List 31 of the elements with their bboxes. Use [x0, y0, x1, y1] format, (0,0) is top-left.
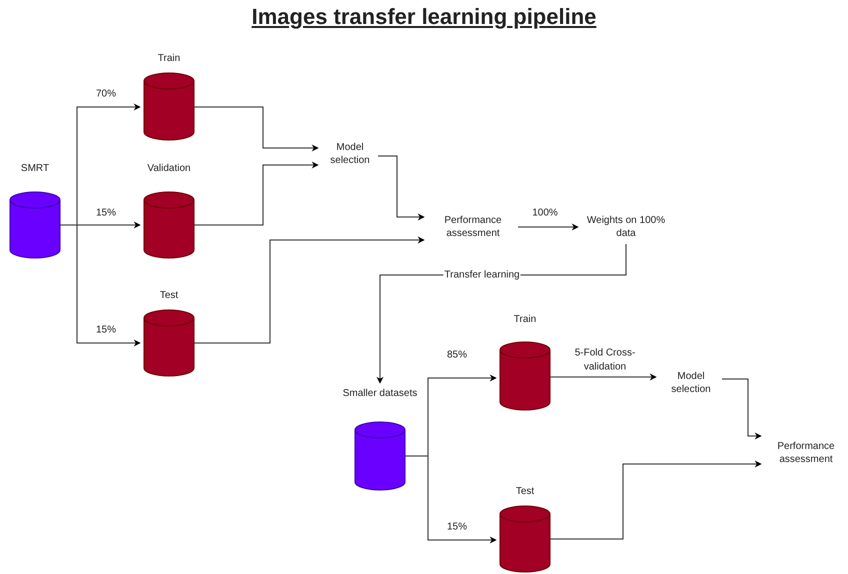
- node-label: Train: [156, 52, 182, 66]
- edge-label: 15%: [96, 323, 116, 337]
- arrow: [550, 374, 657, 380]
- node-label: SMRT: [20, 162, 50, 176]
- node-label: Train: [512, 313, 538, 326]
- edge-label: 100%: [532, 206, 558, 220]
- edge-label: 5-Fold Cross-validation: [574, 346, 636, 374]
- arrow: [378, 156, 425, 220]
- edge-label: 70%: [96, 87, 116, 101]
- node-text: Performance assessment: [428, 212, 518, 242]
- arrow: [194, 236, 425, 344]
- node-text: Model selection: [660, 368, 722, 398]
- arrow: [550, 460, 762, 540]
- node-label: Smaller datasets: [342, 387, 418, 400]
- node-label: Test: [158, 289, 180, 302]
- arrow: [722, 378, 762, 440]
- arrow: [194, 162, 319, 226]
- node-text: Performance assessment: [765, 438, 847, 468]
- edge-label: 15%: [96, 206, 116, 220]
- arrow: [518, 224, 579, 230]
- node-text: Weights on 100% data: [582, 212, 670, 242]
- node-text: Model selection: [322, 139, 378, 169]
- edge-label: Transfer learning: [443, 268, 521, 282]
- node-label: Validation: [146, 162, 192, 176]
- diagram-title: Images transfer learning pipeline: [250, 4, 598, 30]
- node-label: Test: [514, 485, 536, 498]
- arrow: [60, 224, 141, 346]
- arrow: [404, 456, 497, 544]
- arrow: [194, 106, 319, 152]
- edge-label: 85%: [447, 348, 467, 362]
- edge-label: 15%: [447, 520, 467, 534]
